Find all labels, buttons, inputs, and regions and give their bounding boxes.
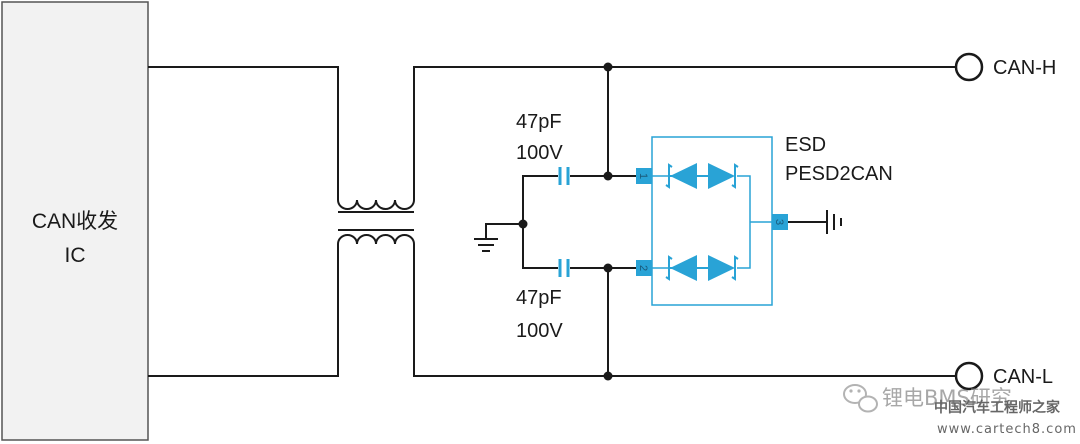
watermark-site-name: 中国汽车工程师之家	[934, 399, 1061, 416]
cap-top-value: 47pF	[516, 111, 562, 133]
junction-dot	[603, 371, 613, 381]
ic-label-line1: CAN收发	[32, 210, 118, 233]
transformer-coil-top	[337, 199, 415, 210]
tvs-diode-pair-upper	[665, 163, 739, 189]
esd-pin-3-label: 3	[773, 219, 785, 225]
watermark: 锂电BMS研究 中国汽车工程师之家 www.cartech8.com	[843, 384, 1077, 437]
esd-pin-1-label: 1	[637, 173, 649, 179]
esd-pin-1	[636, 168, 652, 184]
junction-dot	[603, 62, 613, 72]
tvs-diode-pair-lower	[665, 255, 739, 281]
cap-top-voltage: 100V	[516, 142, 563, 164]
can-l-terminal	[954, 361, 984, 391]
esd-pin-3	[772, 214, 788, 230]
ground-symbol-right	[788, 210, 842, 234]
transformer-coil-bottom	[337, 234, 415, 245]
can-h-line	[413, 66, 955, 200]
cap-bottom-value: 47pF	[516, 287, 562, 309]
can-h-label: CAN-H	[993, 57, 1056, 79]
cap-bottom-wire-left	[522, 224, 558, 269]
cap-bottom-voltage: 100V	[516, 320, 563, 342]
can-transceiver-ic	[1, 1, 149, 441]
can-l-label: CAN-L	[993, 366, 1053, 388]
esd-internal-wire	[737, 175, 751, 269]
cap-top-wire-left	[522, 175, 558, 224]
ic-label-line2: IC	[65, 244, 86, 267]
watermark-url: www.cartech8.com	[937, 422, 1077, 437]
esd-pin-2-label: 2	[637, 265, 649, 271]
wechat-icon	[843, 384, 878, 413]
esd-label: ESD	[785, 134, 826, 156]
esd-pin-2	[636, 260, 652, 276]
watermark-wechat-text: 锂电BMS研究	[882, 386, 1012, 410]
can-h-terminal	[954, 52, 984, 82]
can-l-line	[413, 244, 955, 377]
transformer	[337, 199, 415, 245]
ground-symbol-left	[474, 223, 523, 252]
ic-wire-top	[148, 66, 339, 200]
ic-wire-bottom	[148, 244, 339, 377]
esd-part-number: PESD2CAN	[785, 163, 893, 185]
